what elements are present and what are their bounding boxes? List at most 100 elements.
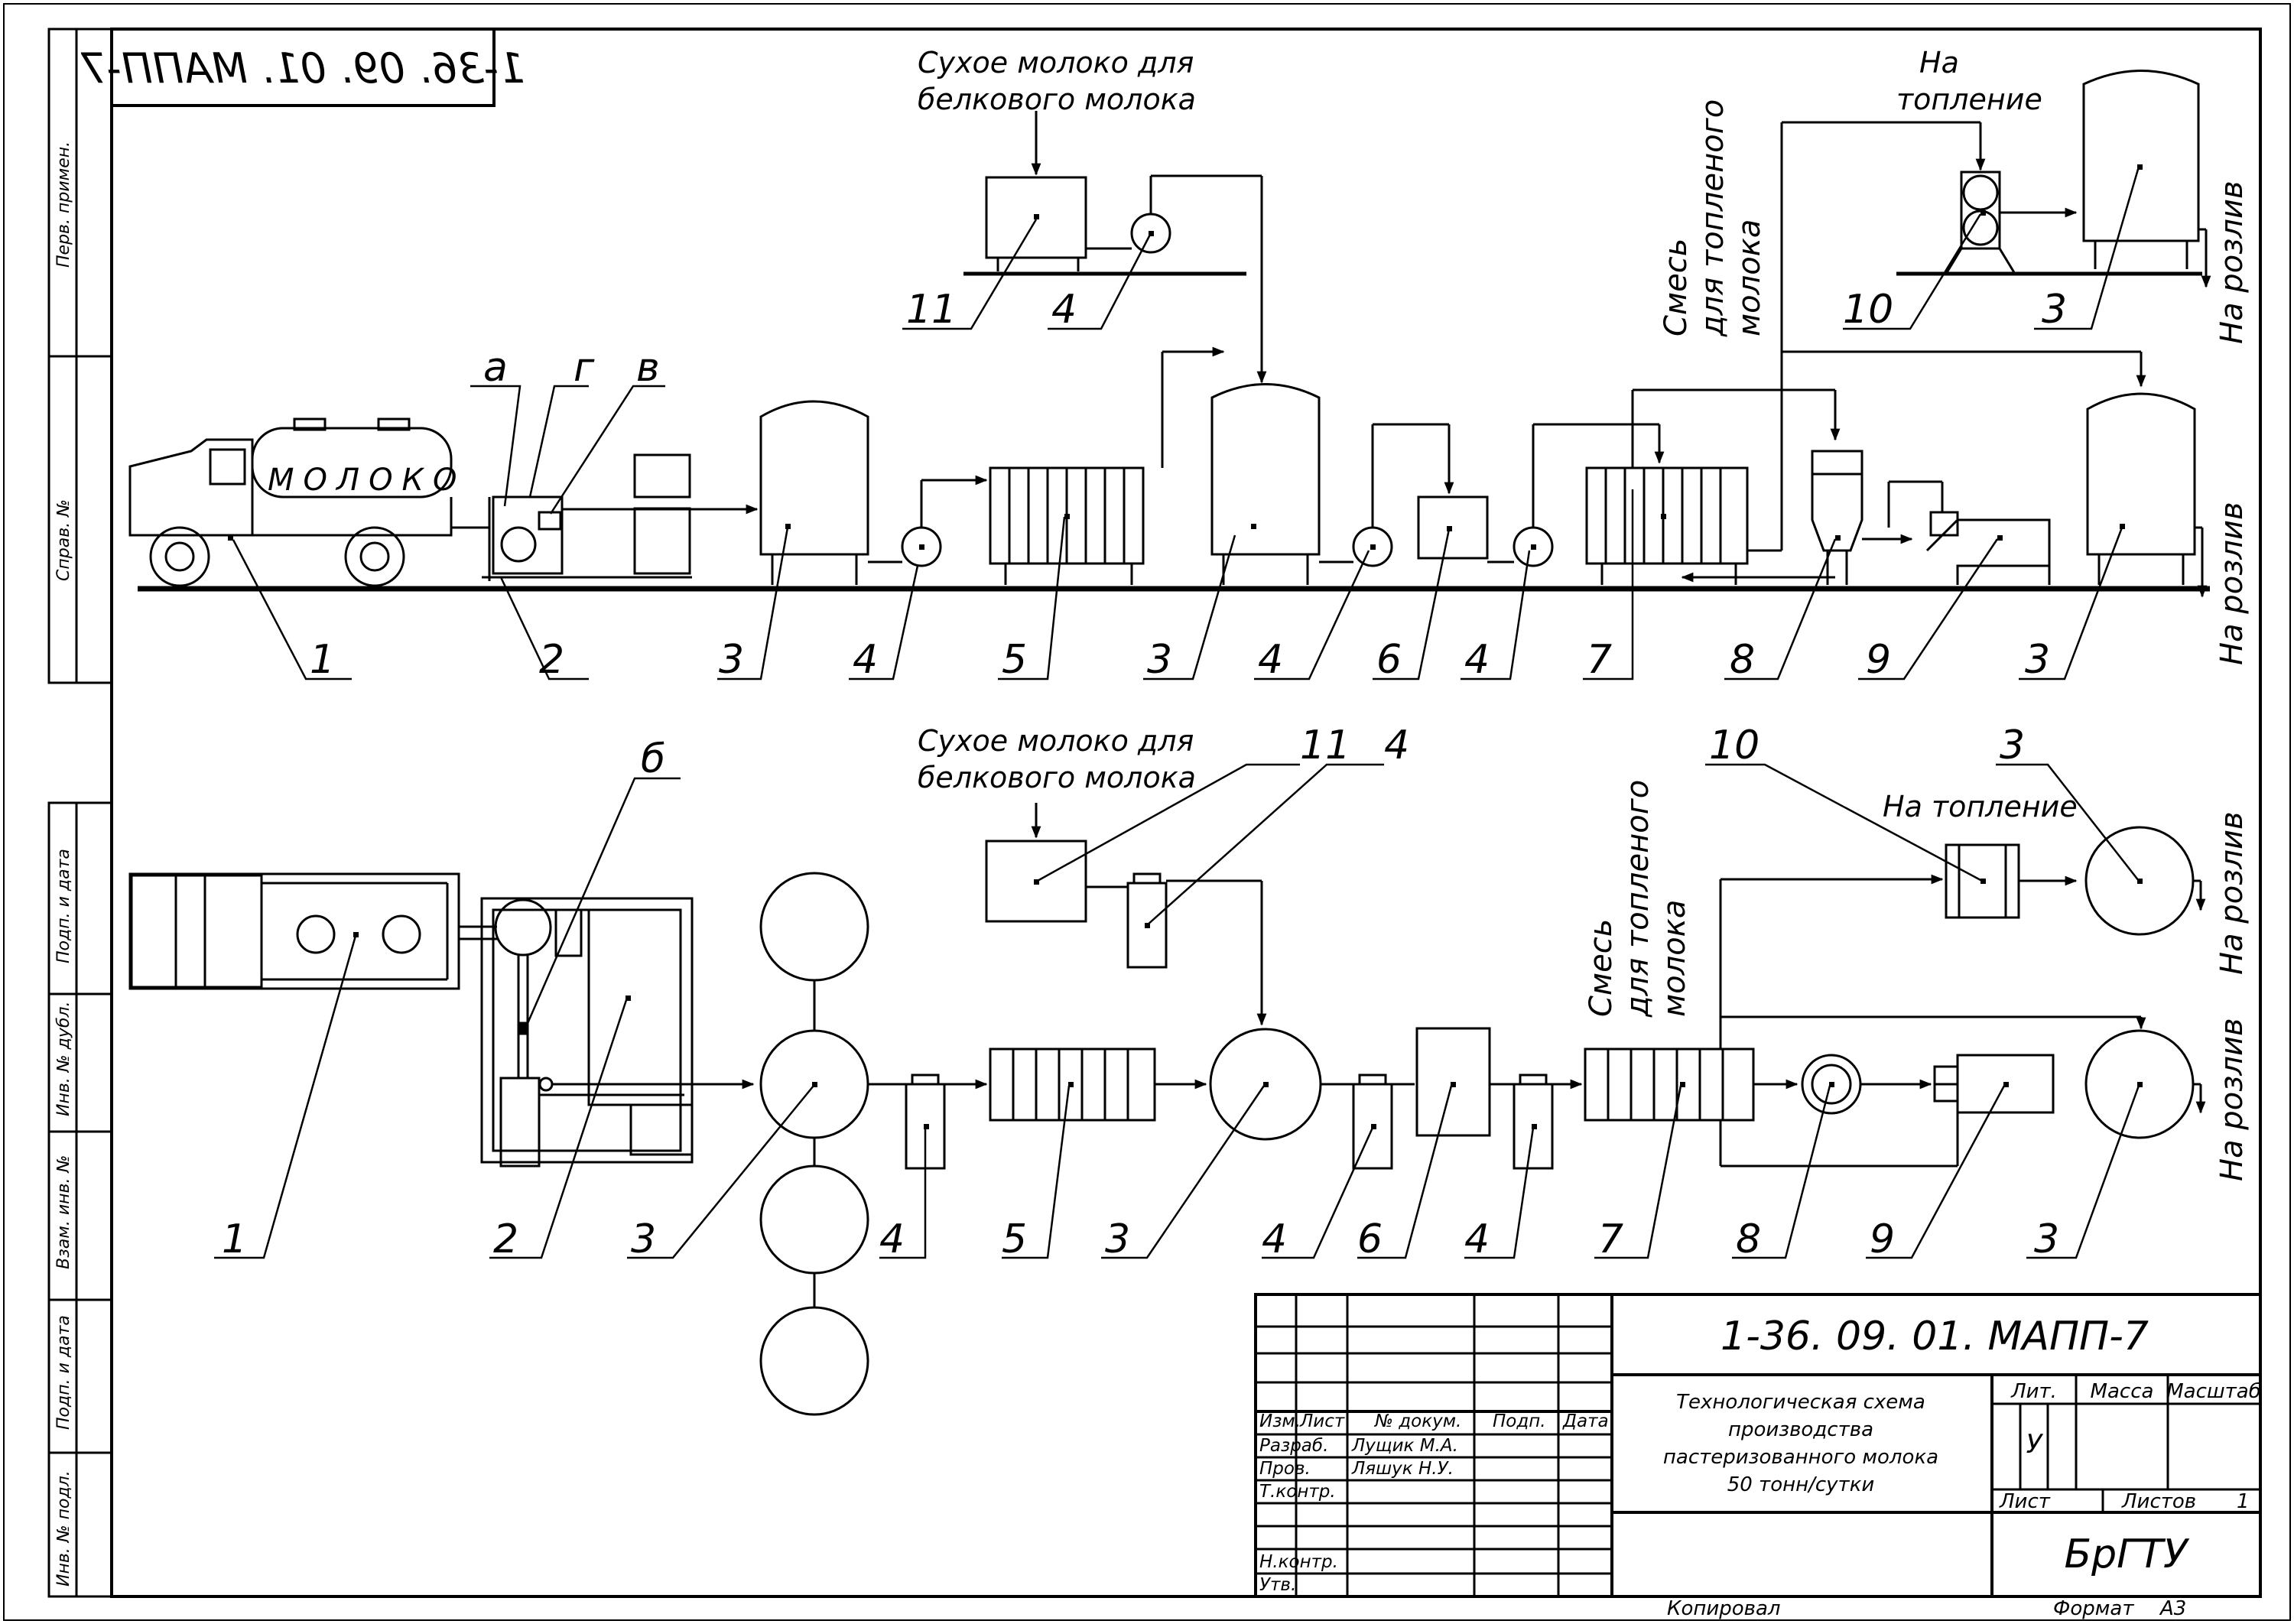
- title-block-text: 1-36. 09. 01. МАПП-7 Изм. Лист № докум. …: [1259, 1314, 2261, 1620]
- tank: [1210, 383, 1321, 585]
- callout-number: 4: [1262, 1216, 1287, 1262]
- callout-number: 10: [1843, 287, 1893, 333]
- pump-plan: [868, 1073, 988, 1170]
- mix-label: для топленого: [1620, 780, 1656, 1018]
- callout-number: 1: [310, 637, 335, 683]
- callout-letter: б: [641, 736, 665, 782]
- callout-number: 5: [1002, 637, 1027, 683]
- truck-label: МОЛОКО: [268, 463, 466, 498]
- drawing-code: 1-36. 09. 01. МАПП-7: [1720, 1314, 2149, 1359]
- callout-number: 6: [1357, 1216, 1383, 1262]
- mix-label: молока: [1657, 900, 1692, 1017]
- tb-header: Подп.: [1493, 1411, 1546, 1431]
- pump: [1487, 423, 1665, 567]
- separator: [1944, 171, 2078, 275]
- tb-format-value: А3: [2159, 1597, 2186, 1620]
- callout-number: 4: [1258, 637, 1283, 683]
- center-points: [228, 164, 2143, 550]
- tb-title-line: производства: [1728, 1418, 1873, 1441]
- dry-milk-label: белкового молока: [918, 761, 1196, 794]
- callout-number: 3: [2034, 1216, 2059, 1262]
- callout-number: 3: [631, 1216, 656, 1262]
- plan-center-points: [353, 879, 2143, 1129]
- callout-number: 3: [1105, 1216, 1130, 1262]
- tb-lit: Лит.: [2010, 1380, 2057, 1403]
- title-block: [1254, 1293, 2262, 1598]
- side-label: Справ. №: [54, 499, 73, 581]
- plan-leader-lines: [214, 763, 2140, 1259]
- mirrored-code: 1-36. 09. 01. МАПП-7: [80, 44, 525, 93]
- callout-number: 4: [1464, 637, 1490, 683]
- pump-plan: [1321, 1073, 1415, 1170]
- callout-number: 3: [2042, 287, 2067, 333]
- side-label: Взам. инв. №: [54, 1155, 73, 1269]
- side-stamp: [47, 28, 113, 1598]
- tank: [2086, 392, 2208, 598]
- pasteurizer-plan: [1584, 874, 2146, 1168]
- callout-letter: а: [483, 345, 508, 391]
- callout-number: 2: [539, 637, 564, 683]
- tb-header: № докум.: [1373, 1411, 1461, 1431]
- tb-name: Лущик М.А.: [1351, 1436, 1458, 1456]
- callout-number: 10: [1709, 723, 1759, 768]
- callout-number: 9: [1866, 637, 1891, 683]
- mixer-plan: [985, 803, 1267, 1026]
- dry-milk-label: Сухое молоко для: [918, 724, 1194, 758]
- packing-machine: [1887, 480, 2051, 585]
- tb-name: Ляшук Н.У.: [1351, 1459, 1454, 1479]
- tank-plan: [759, 1306, 869, 1416]
- side-label: Подп. и дата: [54, 849, 73, 963]
- tb-title-line: пастеризованного молока: [1663, 1446, 1938, 1469]
- tb-role: Пров.: [1259, 1459, 1311, 1479]
- mix-label: Смесь: [1584, 919, 1619, 1017]
- tb-sheets: Листов: [2121, 1490, 2196, 1513]
- dry-milk-label: Сухое молоко для: [918, 46, 1194, 80]
- callout-number: 11: [1300, 723, 1350, 768]
- callout-number: 1: [222, 1216, 247, 1262]
- callout-number: 8: [1736, 1216, 1761, 1262]
- tb-org: БрГТУ: [2064, 1531, 2189, 1577]
- callout-letter: в: [636, 345, 660, 391]
- side-label: Инв. № дубл.: [54, 1001, 73, 1116]
- receiving-unit: [482, 453, 759, 581]
- callout-number: 6: [1376, 637, 1402, 683]
- callout-number: 9: [1870, 1216, 1895, 1262]
- tb-mass: Масса: [2091, 1380, 2154, 1403]
- plan-view: [128, 803, 2206, 1416]
- side-stamp-labels: Перв. примен. Справ. № Подп. и дата Инв.…: [54, 141, 73, 1587]
- tb-sheet: Лист: [1999, 1490, 2051, 1513]
- plate-pasteurizer: [989, 346, 1225, 585]
- tb-header: Дата: [1562, 1411, 1609, 1431]
- pump-plan: [1490, 1073, 1583, 1170]
- callout-number: 7: [1598, 1216, 1623, 1262]
- to-baking-label: На: [1919, 46, 1959, 80]
- pump: [868, 475, 988, 567]
- packing-plan: [1933, 1054, 2055, 1114]
- milk-truck: [128, 417, 489, 587]
- dry-milk-label: белкового молока: [918, 83, 1196, 116]
- mix-label: Смесь: [1659, 239, 1694, 336]
- elevation-view: [128, 70, 2211, 598]
- callout-number: 8: [1730, 637, 1755, 683]
- elevation-labels: МОЛОКО Сухое молоко для белкового молока…: [268, 46, 2250, 683]
- mirrored-code-box: 1-36. 09. 01. МАПП-7: [80, 28, 525, 107]
- to-baking-label: На топление: [1883, 790, 2078, 823]
- tb-sheets-value: 1: [2237, 1490, 2250, 1513]
- tb-scale: Масштаб: [2166, 1380, 2261, 1403]
- tb-lit-value: У: [2026, 1429, 2044, 1460]
- tb-role: Н.контр.: [1259, 1552, 1338, 1572]
- side-label: Перв. примен.: [54, 141, 73, 268]
- callout-number: 5: [1002, 1216, 1027, 1262]
- mix-label: для топленого: [1695, 99, 1730, 337]
- tank: [2082, 70, 2211, 288]
- balance-tank-plan: [1415, 1027, 1491, 1137]
- plan-labels: Сухое молоко для белкового молока На топ…: [222, 723, 2250, 1262]
- separator-plan: [1945, 843, 2078, 919]
- mix-label: молока: [1732, 219, 1767, 336]
- tb-title-line: 50 тонн/сутки: [1727, 1473, 1875, 1496]
- to-filling-label: На розлив: [2214, 502, 2250, 665]
- callout-number: 4: [853, 637, 878, 683]
- callout-number: 3: [1147, 637, 1172, 683]
- tb-copied: Копировал: [1667, 1597, 1781, 1620]
